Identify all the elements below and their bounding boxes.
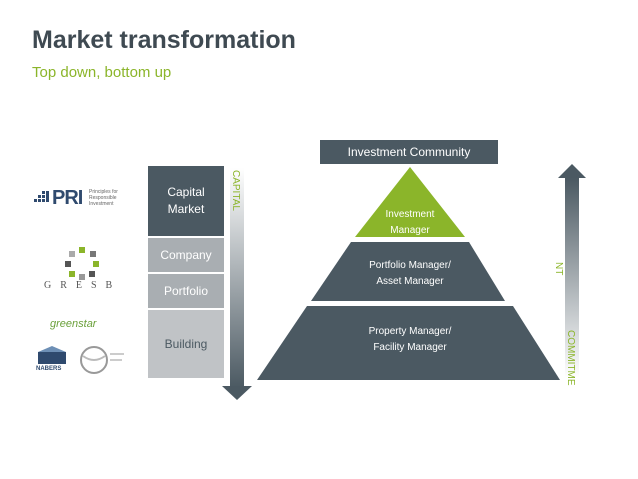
portfolio-block: Portfolio — [148, 274, 224, 308]
investment-community-label: Investment Community — [347, 145, 471, 159]
slide-title: Market transformation — [32, 26, 296, 54]
pri-logo: PRI Principles for Responsible Investmen… — [34, 187, 132, 209]
greenstar-logo: greenstar — [50, 318, 96, 330]
capital-market-block: Capital Market — [148, 166, 224, 236]
property-manager-label: Property Manager/ Facility Manager — [368, 326, 452, 353]
pri-logo-subtext: Principles for Responsible Investment — [89, 189, 118, 207]
globe-icon — [80, 346, 124, 374]
pyramid-tier-property-manager — [257, 306, 560, 380]
pyramid-tier-investment-manager — [355, 167, 465, 237]
portfolio-label: Portfolio — [163, 283, 209, 298]
capital-market-label: Capital Market — [167, 185, 205, 216]
commitment-arrow-label-part1: NT — [553, 262, 564, 276]
gresb-logo: GRESB — [44, 246, 134, 294]
company-label: Company — [160, 247, 212, 262]
capital-down-arrow — [222, 168, 252, 400]
slide-subtitle: Top down, bottom up — [32, 64, 172, 81]
building-label: Building — [164, 336, 208, 351]
gresb-logo-text: GRESB — [44, 280, 122, 291]
pri-mark-icon — [34, 191, 49, 202]
investment-manager-label: Investment Manager — [385, 209, 435, 236]
building-block: Building — [148, 310, 224, 378]
pri-logo-text: PRI — [52, 187, 83, 209]
nabers-logo: NABERS — [36, 346, 68, 374]
commitment-up-arrow — [558, 164, 586, 378]
greenstar-logo-text: greenstar — [50, 318, 97, 330]
nabers-mark-icon — [38, 346, 66, 364]
capital-arrow-label: CAPITAL — [230, 170, 241, 211]
pyramid-tier-portfolio-manager — [311, 242, 505, 301]
commitment-arrow-label-part2: COMMITME — [565, 330, 576, 386]
gresb-ring-icon — [65, 247, 99, 280]
company-block: Company — [148, 238, 224, 272]
investment-community-box: Investment Community — [320, 140, 498, 164]
nabers-logo-text: NABERS — [36, 366, 62, 372]
portfolio-manager-label: Portfolio Manager/ Asset Manager — [369, 260, 451, 287]
globe-logo — [78, 344, 126, 376]
